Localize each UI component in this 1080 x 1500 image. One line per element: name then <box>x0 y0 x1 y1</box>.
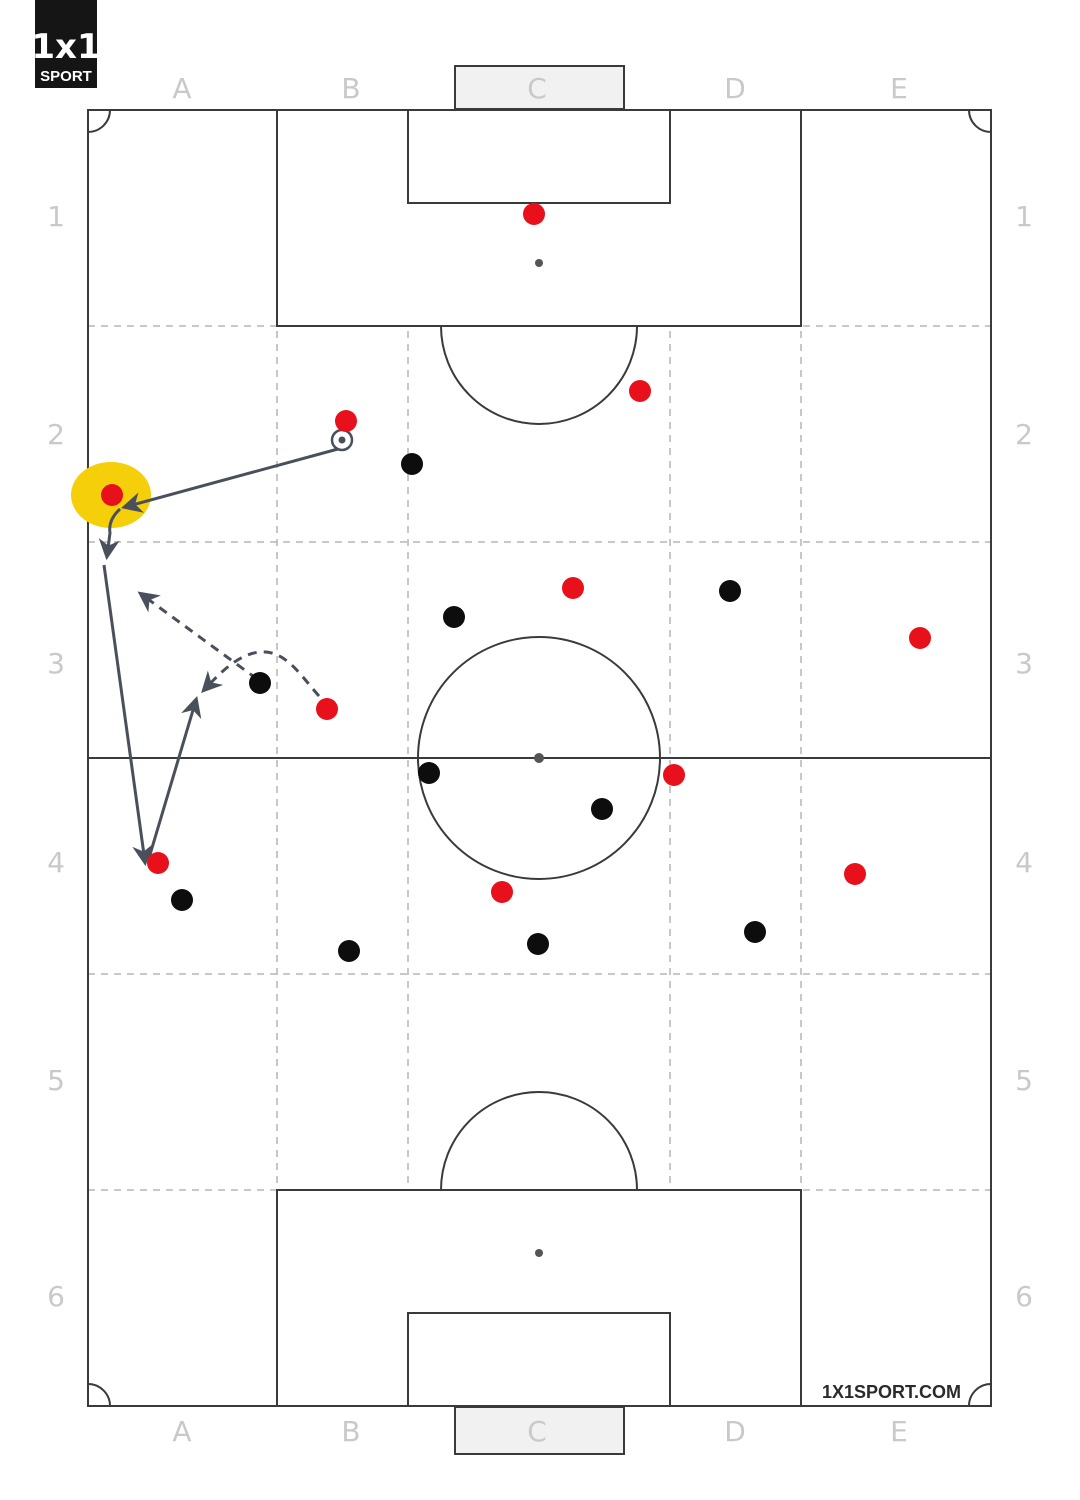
pass-arrow <box>102 564 154 867</box>
column-label: D <box>724 72 746 105</box>
red-player <box>491 881 513 903</box>
pass-arrow <box>147 695 202 859</box>
row-labels-left: 1 2 3 4 5 6 <box>47 200 65 1313</box>
top-penalty-spot <box>535 259 543 267</box>
column-label: A <box>172 72 191 105</box>
brand-logo: 1x1 SPORT <box>31 0 101 88</box>
bottom-penalty-area <box>276 1189 802 1407</box>
column-label: B <box>341 1415 360 1448</box>
red-team <box>101 203 931 903</box>
logo-wordmark: SPORT <box>40 68 92 85</box>
red-player <box>909 627 931 649</box>
red-player-highlighted <box>101 484 123 506</box>
row-label: 2 <box>1015 418 1033 451</box>
row-label: 1 <box>47 200 65 233</box>
red-player <box>562 577 584 599</box>
logo-mark: 1x1 <box>31 27 100 67</box>
black-player <box>171 889 193 911</box>
top-six-yard-box <box>407 109 671 204</box>
column-label: D <box>724 1415 746 1448</box>
black-player <box>338 940 360 962</box>
movement-arrows <box>98 447 339 867</box>
corner-arc <box>968 109 992 133</box>
column-label: C <box>527 1415 547 1448</box>
pass-arrow <box>120 447 339 513</box>
ball-panel <box>338 436 346 444</box>
center-spot <box>534 753 544 763</box>
row-label: 4 <box>1015 846 1033 879</box>
logo-background <box>35 0 97 88</box>
red-player <box>629 380 651 402</box>
row-label: 3 <box>47 647 65 680</box>
corner-arc <box>968 1383 992 1407</box>
run-arrow <box>201 650 321 698</box>
row-label: 5 <box>1015 1064 1033 1097</box>
column-labels-bottom: A B C D E <box>172 1415 907 1448</box>
black-player <box>249 672 271 694</box>
black-player <box>443 606 465 628</box>
column-label: A <box>172 1415 191 1448</box>
row-labels-right: 1 2 3 4 5 6 <box>1015 200 1033 1313</box>
dribble-arrow <box>98 507 122 561</box>
black-player <box>418 762 440 784</box>
black-player <box>719 580 741 602</box>
row-label: 6 <box>47 1280 65 1313</box>
red-player <box>147 852 169 874</box>
row-label: 3 <box>1015 647 1033 680</box>
black-player <box>744 921 766 943</box>
black-player <box>527 933 549 955</box>
column-labels-top: A B C D E <box>172 72 907 105</box>
ball <box>330 428 354 452</box>
center-circle <box>417 636 661 880</box>
black-player <box>591 798 613 820</box>
row-label: 4 <box>47 846 65 879</box>
top-goal <box>454 65 625 110</box>
top-penalty-arc <box>440 325 638 425</box>
row-label: 5 <box>47 1064 65 1097</box>
column-label: E <box>890 1415 908 1448</box>
site-url: 1X1SPORT.COM <box>822 1382 961 1402</box>
red-player <box>663 764 685 786</box>
black-team <box>171 453 766 962</box>
column-label: E <box>890 72 908 105</box>
red-player <box>335 410 357 432</box>
bottom-penalty-arc <box>440 1091 638 1191</box>
red-player <box>844 863 866 885</box>
row-label: 2 <box>47 418 65 451</box>
row-label: 1 <box>1015 200 1033 233</box>
column-label: C <box>527 72 547 105</box>
red-player <box>316 698 338 720</box>
column-label: B <box>341 72 360 105</box>
bottom-six-yard-box <box>407 1312 671 1407</box>
corner-arc <box>87 1383 111 1407</box>
black-player <box>401 453 423 475</box>
red-player <box>523 203 545 225</box>
bottom-penalty-spot <box>535 1249 543 1257</box>
row-label: 6 <box>1015 1280 1033 1313</box>
run-arrow <box>137 591 258 681</box>
corner-arc <box>87 109 111 133</box>
